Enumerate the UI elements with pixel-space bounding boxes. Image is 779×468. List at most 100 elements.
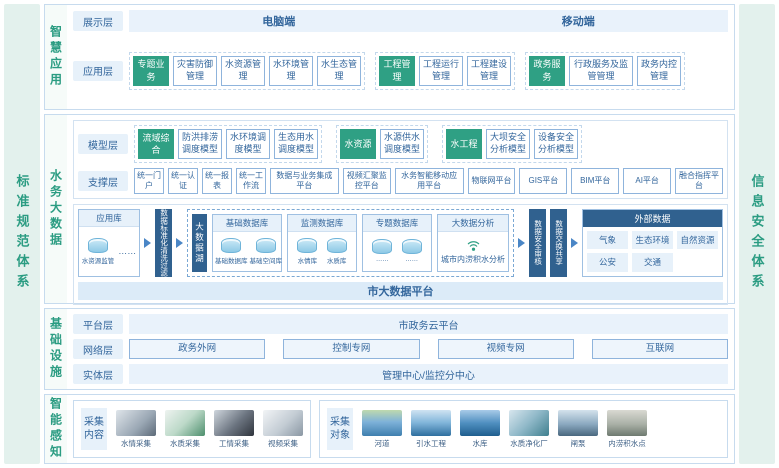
support-cell: 数据与业务集成平台 bbox=[270, 168, 339, 194]
db-cylinder-item: 基础数据库 bbox=[215, 237, 248, 265]
app-group-special-business: 专题业务 灾害防御管理 水资源管理 水环境管理 水生态管理 bbox=[129, 51, 365, 90]
data-cleanse-strip: 数据标准化清洗过滤 bbox=[155, 209, 172, 277]
collect-object-panel: 采集对象 河道 引水工程 水库 bbox=[319, 400, 728, 458]
model-cell: 设备安全分析模型 bbox=[534, 129, 578, 159]
city-bigdata-platform-bar: 市大数据平台 bbox=[78, 281, 723, 300]
signal-icon bbox=[467, 240, 479, 251]
network-cell: 视频专网 bbox=[437, 339, 574, 359]
cylinder-label: 基础空间库 bbox=[249, 257, 283, 265]
section-smart-application-labelbar: 智慧应用 bbox=[45, 5, 67, 109]
support-layer-row: 支撑层 统一门户 统一认证 统一报表 统一工作流 数据与业务集成平台 视频汇聚监… bbox=[78, 168, 723, 194]
analysis-item-label: 城市内涝积水分析 bbox=[441, 254, 505, 264]
object-item-label: 水库 bbox=[472, 438, 488, 448]
collect-item-label: 水情采集 bbox=[121, 438, 151, 448]
collect-item: 视频采集 bbox=[263, 409, 303, 449]
object-item-label: 闸泵 bbox=[570, 438, 586, 448]
section-intelligent-sensing-labelbar: 智能感知 bbox=[45, 395, 67, 463]
db-box-title: 专题数据库 bbox=[363, 215, 431, 232]
external-chip: 公安 bbox=[587, 253, 628, 272]
db-cylinder-item: 水质库 bbox=[326, 237, 347, 265]
client-header-bar: 电脑端 移动端 bbox=[129, 10, 728, 32]
model-layer-row: 模型层 流域综合 防洪排涝调度模型 水环境调度模型 生态用水调度模型 水资源 水… bbox=[78, 125, 723, 163]
section-intelligent-sensing: 智能感知 采集内容 水情采集 水质采集 bbox=[44, 394, 735, 464]
application-db-title: 应用库 bbox=[79, 210, 139, 227]
app-cell: 行政服务及监管管理 bbox=[569, 55, 633, 86]
left-rail-label: 标准规范体系 bbox=[14, 174, 30, 294]
data-exchange-label: 数据交换共享 bbox=[554, 220, 564, 266]
support-cell: GIS平台 bbox=[519, 168, 568, 194]
database-cylinder-icon bbox=[297, 237, 318, 253]
model-cell: 生态用水调度模型 bbox=[274, 129, 318, 159]
monitor-db-box: 监测数据库 水情库 水质库 bbox=[287, 214, 357, 272]
app-cell: 水生态管理 bbox=[317, 55, 361, 86]
ellipsis-text: …… bbox=[118, 246, 137, 257]
model-cell: 水环境调度模型 bbox=[226, 129, 270, 159]
section-label: 智慧应用 bbox=[48, 25, 63, 89]
bigdata-analysis-box: 大数据分析 城市内涝积水分析 bbox=[437, 214, 509, 272]
management-center-bar: 管理中心/监控分中心 bbox=[129, 364, 728, 384]
cylinder-label: 基础数据库 bbox=[215, 257, 248, 265]
support-cell: 统一报表 bbox=[202, 168, 232, 194]
display-layer-row: 展示层 电脑端 移动端 bbox=[73, 10, 728, 32]
arrow-right-icon bbox=[518, 237, 525, 248]
arrow-right-icon bbox=[571, 237, 578, 248]
cylinder-label: …… bbox=[405, 256, 419, 264]
theme-db-box: 专题数据库 …… …… bbox=[362, 214, 432, 272]
network-layer-row: 网络层 政务外网 控制专网 视频专网 互联网 bbox=[73, 339, 728, 359]
water-regime-photo bbox=[116, 409, 156, 436]
data-flow-row: 应用库 水资源监管 …… 数据标准化清洗过滤 bbox=[78, 209, 723, 277]
river-photo bbox=[362, 409, 402, 436]
entity-layer-row: 实体层 管理中心/监控分中心 bbox=[73, 364, 728, 384]
object-item: 水质净化厂 bbox=[509, 409, 549, 449]
db-cylinder-item: …… bbox=[372, 239, 393, 264]
entity-layer-chip: 实体层 bbox=[73, 364, 123, 384]
cylinder-label: …… bbox=[375, 256, 389, 264]
section-smart-application: 智慧应用 展示层 电脑端 移动端 应用层 专题业务 灾害防御管理 bbox=[44, 4, 735, 110]
collect-object-chip: 采集对象 bbox=[327, 408, 353, 450]
group-tag: 水工程 bbox=[446, 129, 482, 159]
mobile-client-header: 移动端 bbox=[561, 16, 595, 28]
cylinder-label: 水情库 bbox=[297, 257, 318, 265]
external-chip: 气象 bbox=[587, 231, 628, 250]
data-exchange-strip: 数据交换共享 bbox=[550, 209, 567, 277]
db-box-title: 监测数据库 bbox=[288, 215, 356, 232]
object-item: 河道 bbox=[362, 409, 402, 449]
db-box-title: 大数据分析 bbox=[438, 215, 508, 232]
section-label: 基础设施 bbox=[48, 317, 63, 381]
section-label: 智能感知 bbox=[48, 397, 63, 461]
model-cell: 防洪排涝调度模型 bbox=[178, 129, 222, 159]
reservoir-photo bbox=[460, 409, 500, 436]
external-chip: 交通 bbox=[632, 253, 673, 272]
database-cylinder-icon bbox=[255, 237, 276, 253]
app-cell: 水资源管理 bbox=[221, 55, 265, 86]
application-db-box: 应用库 水资源监管 …… bbox=[78, 209, 140, 277]
group-tag: 政务服务 bbox=[529, 55, 565, 86]
collect-item-label: 工情采集 bbox=[219, 438, 249, 448]
app-cell: 工程运行管理 bbox=[419, 55, 463, 86]
data-lake-panel: 大数据湖 基础数据库 基础数据库 bbox=[187, 209, 514, 277]
support-cell: 物联网平台 bbox=[467, 168, 516, 194]
diagram-main: 智慧应用 展示层 电脑端 移动端 应用层 专题业务 灾害防御管理 bbox=[44, 4, 735, 464]
app-group-engineering: 工程管理 工程运行管理 工程建设管理 bbox=[375, 51, 515, 90]
collect-content-panel: 采集内容 水情采集 水质采集 工情采集 bbox=[73, 400, 311, 458]
section-water-bigdata-labelbar: 水务大数据 bbox=[45, 115, 67, 303]
object-item: 闸泵 bbox=[558, 409, 598, 449]
app-group-government: 政务服务 行政服务及监管管理 政务内控管理 bbox=[525, 51, 685, 90]
object-item: 引水工程 bbox=[411, 409, 451, 449]
support-cell: AI平台 bbox=[623, 168, 672, 194]
app-cell: 工程建设管理 bbox=[467, 55, 511, 86]
right-rail-security: 信息安全体系 bbox=[739, 4, 775, 464]
network-cell: 政务外网 bbox=[129, 339, 266, 359]
object-item-label: 河道 bbox=[374, 438, 390, 448]
db-cylinder-item: 水资源监管 bbox=[82, 237, 114, 265]
model-support-panel: 模型层 流域综合 防洪排涝调度模型 水环境调度模型 生态用水调度模型 水资源 水… bbox=[73, 120, 728, 199]
support-layer-chip: 支撑层 bbox=[78, 171, 128, 191]
data-audit-strip: 数据安全审核 bbox=[529, 209, 546, 277]
collect-item-label: 水质采集 bbox=[170, 438, 200, 448]
collect-item: 水质采集 bbox=[165, 409, 205, 449]
purification-plant-photo bbox=[509, 409, 549, 436]
db-cylinder-item: 基础空间库 bbox=[249, 237, 283, 265]
support-cell: 统一认证 bbox=[168, 168, 198, 194]
db-cylinder-item: …… bbox=[401, 239, 422, 264]
